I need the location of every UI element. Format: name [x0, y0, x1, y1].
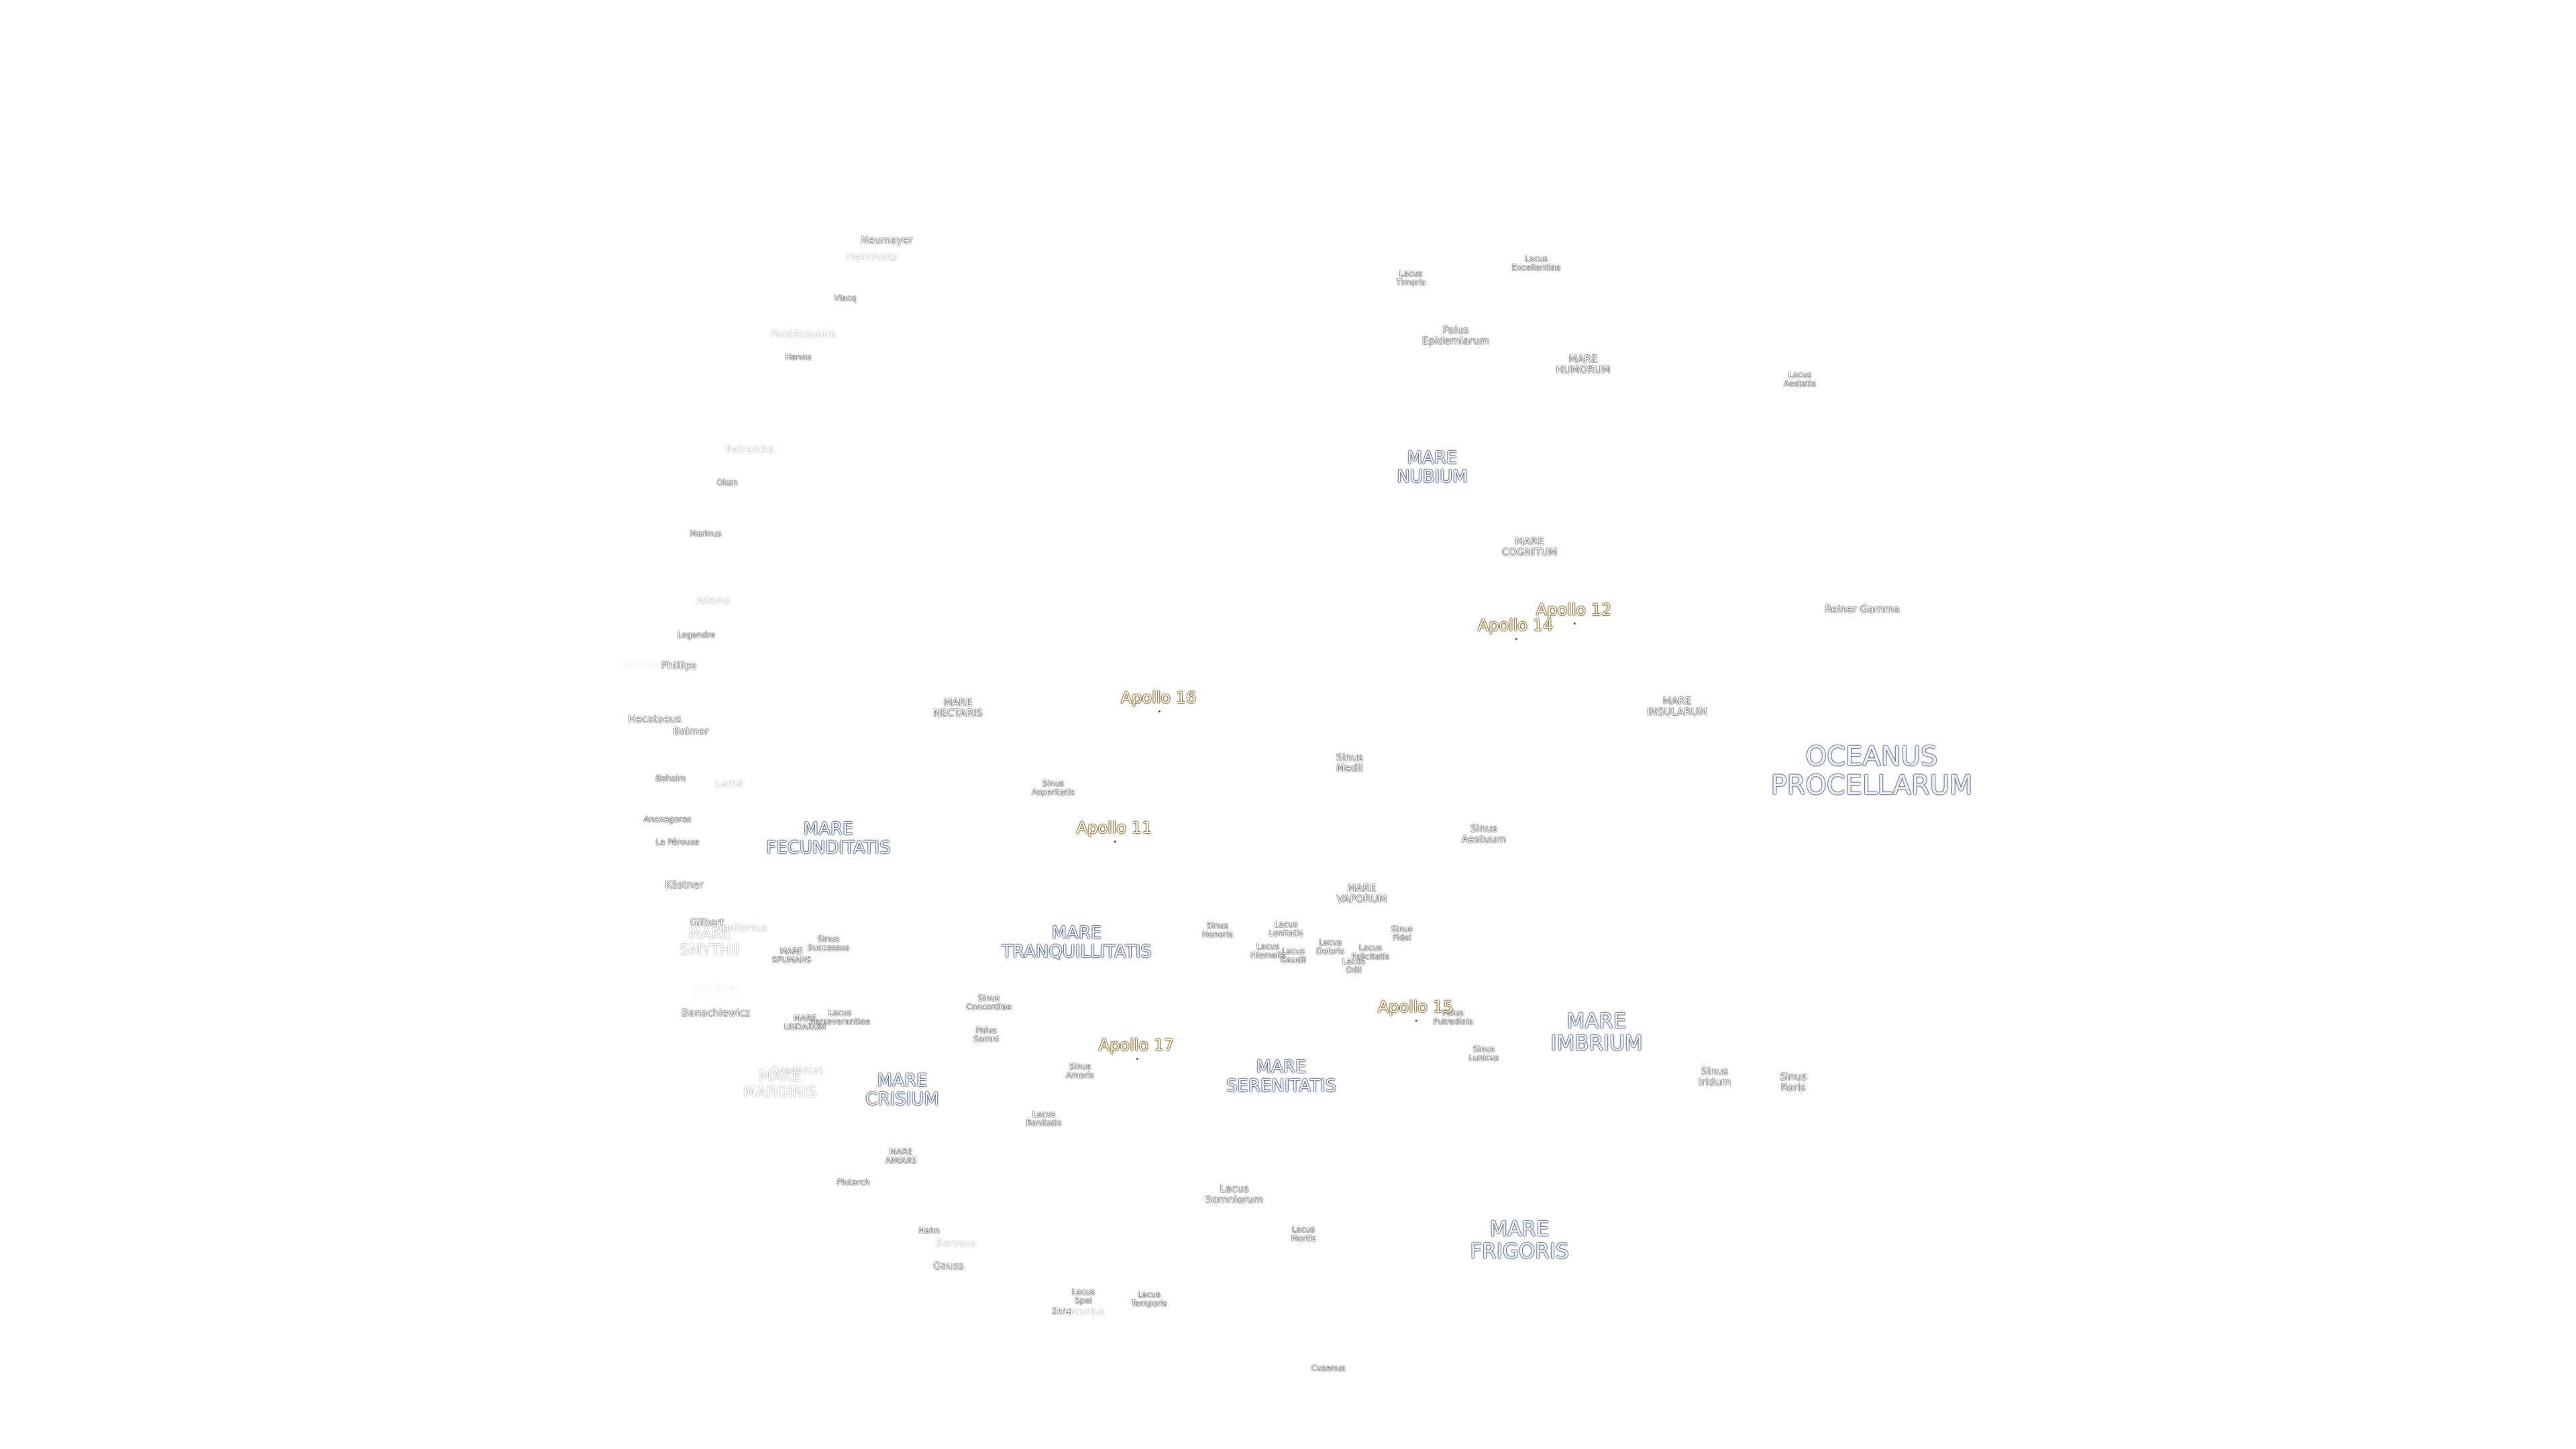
label-reiner-gamma[interactable]: Reiner Gamma — [1824, 602, 1900, 615]
label-marinus[interactable]: Marinus — [690, 529, 722, 539]
label-sinus-successus[interactable]: Sinus Successus — [807, 934, 850, 953]
label-mare-marginis[interactable]: MARE MARGINIS — [743, 1068, 817, 1101]
label-mercurius[interactable]: Mercurius — [1055, 1305, 1105, 1318]
label-sinus-amoris[interactable]: Sinus Amoris — [1066, 1062, 1094, 1080]
label-mare-smythii[interactable]: MARE SMYTHII — [680, 926, 740, 959]
label-lacus-doloris[interactable]: Lacus Doloris — [1316, 938, 1344, 956]
label-sinus-honoris[interactable]: Sinus Honoris — [1202, 921, 1233, 939]
label-hecataeus[interactable]: Hecataeus — [628, 712, 682, 725]
label-sinus-iridum[interactable]: Sinus Iridum — [1698, 1065, 1731, 1088]
label-oken[interactable]: Oken — [716, 478, 738, 488]
label-mare-imbrium[interactable]: MARE IMBRIUM — [1550, 1009, 1643, 1056]
label-petrarcha[interactable]: Petrarcha — [726, 443, 774, 455]
label-lacus-felicitatis[interactable]: Lacus Felicitatis — [1351, 943, 1390, 961]
label-lacus-gaudii[interactable]: Lacus Gaudii — [1280, 947, 1307, 965]
label-sinus-medii[interactable]: Sinus Medii — [1336, 751, 1364, 774]
label-mare-serenitatis[interactable]: MARE SERENITATIS — [1226, 1057, 1337, 1096]
label-lacus-perseverantiae[interactable]: Lacus Perseverantiae — [810, 1008, 870, 1026]
label-humboldt[interactable]: Humboldt — [618, 657, 667, 670]
label-plutarch[interactable]: Plutarch — [837, 1177, 870, 1187]
label-adams[interactable]: Adams — [696, 594, 731, 606]
label-apollo-11[interactable]: Apollo 11 — [1076, 818, 1152, 843]
label-behaim[interactable]: Behaim — [655, 773, 686, 784]
label-berosus[interactable]: Berosus — [936, 1236, 976, 1249]
label-sinus-lunicus[interactable]: Sinus Lunicus — [1468, 1044, 1499, 1063]
label-palus-somni[interactable]: Palus Somni — [973, 1026, 999, 1044]
label-mare-crisium[interactable]: MARE CRISIUM — [865, 1070, 939, 1110]
label-lacus-temporis[interactable]: Lacus Temporis — [1131, 1290, 1167, 1308]
label-mare-undarum[interactable]: MARE UNDARUM — [784, 1014, 826, 1032]
label-kastner[interactable]: Kästner — [665, 878, 704, 891]
label-la-perouse[interactable]: La Pérouse — [655, 837, 700, 847]
label-apollo-14[interactable]: Apollo 14 — [1477, 616, 1554, 640]
label-cusanus[interactable]: Cusanus — [1311, 1363, 1346, 1373]
label-sinus-asperitatis[interactable]: Sinus Asperitatis — [1031, 779, 1075, 797]
label-vlacq[interactable]: Vlacq — [834, 293, 857, 303]
label-palus-epidemiarum[interactable]: Palus Epidemiarum — [1421, 323, 1490, 347]
label-sinus-fidei[interactable]: Sinus Fidei — [1391, 924, 1413, 943]
label-zeno[interactable]: Zeno — [1051, 1306, 1073, 1316]
label-sinus-roris[interactable]: Sinus Roris — [1779, 1070, 1807, 1093]
label-lacus-somniorum[interactable]: Lacus Somniorum — [1205, 1182, 1264, 1205]
label-helmholtz[interactable]: Helmholtz — [847, 250, 898, 263]
label-mare-humorum[interactable]: MARE HUMORUM — [1556, 352, 1611, 376]
label-mare-frigoris[interactable]: MARE FRIGORIS — [1470, 1217, 1569, 1264]
label-legendre[interactable]: Legendre — [677, 630, 716, 640]
label-mare-nectaris[interactable]: MARE NECTARIS — [933, 696, 983, 719]
label-mare-insularum[interactable]: MARE INSULARUM — [1647, 694, 1707, 718]
label-apollo-16[interactable]: Apollo 16 — [1120, 688, 1197, 712]
label-condorcet[interactable]: Condorcet — [771, 1063, 823, 1076]
label-gilbert[interactable]: Gilbert — [690, 916, 724, 928]
label-hanno[interactable]: Hanno — [785, 352, 812, 362]
label-mare-nubium[interactable]: MARE NUBIUM — [1397, 447, 1468, 487]
label-lacus-timoris[interactable]: Lacus Timoris — [1396, 269, 1426, 287]
label-anaxagoras[interactable]: Anaxagoras — [643, 814, 692, 824]
label-lacus-odii[interactable]: Lacus Odii — [1342, 957, 1366, 975]
label-mare-tranquillitatis[interactable]: MARE TRANQUILLITATIS — [1002, 922, 1152, 962]
label-mare-cognitum[interactable]: MARE COGNITUM — [1501, 535, 1558, 558]
label-apollo-17[interactable]: Apollo 17 — [1098, 1036, 1175, 1060]
label-mare-fecunditatis[interactable]: MARE FECUNDITATIS — [766, 818, 891, 858]
label-schubert[interactable]: Schubert — [694, 983, 739, 996]
label-apollonius[interactable]: Apollonius — [715, 921, 767, 934]
label-hahn[interactable]: Hahn — [918, 1226, 940, 1236]
label-lacus-mortis[interactable]: Lacus Mortis — [1291, 1225, 1316, 1243]
label-gauss[interactable]: Gauss — [933, 1259, 964, 1272]
label-lame[interactable]: Lamé — [715, 777, 743, 790]
label-mare-spumans[interactable]: MARE SPUMANS — [771, 947, 812, 965]
label-phillips[interactable]: Phillips — [661, 659, 697, 672]
label-oceanus-procellarum[interactable]: OCEANUS PROCELLARUM — [1770, 741, 1973, 801]
label-lacus-aestatis[interactable]: Lacus Aestatis — [1784, 370, 1816, 388]
label-sinus-aestuum[interactable]: Sinus Aestuum — [1461, 822, 1507, 845]
label-palus-putredinis[interactable]: Palus Putredinis — [1433, 1008, 1473, 1026]
label-lacus-bonitatis[interactable]: Lacus Bonitatis — [1026, 1110, 1062, 1128]
label-lacus-spei[interactable]: Lacus Spei — [1071, 1287, 1095, 1305]
label-neumayer[interactable]: Neumayer — [860, 233, 914, 246]
label-mare-vaporum[interactable]: MARE VAPORUM — [1336, 881, 1387, 905]
label-sinus-concordiae[interactable]: Sinus Concordiae — [966, 994, 1012, 1012]
label-balmer[interactable]: Balmer — [673, 724, 709, 737]
label-apollo-15[interactable]: Apollo 15 — [1377, 998, 1454, 1022]
label-mare-anguis[interactable]: MARE ANGUIS — [885, 1147, 917, 1165]
label-lacus-lenitatis[interactable]: Lacus Lenitatis — [1269, 920, 1303, 938]
label-apollo-12[interactable]: Apollo 12 — [1536, 600, 1612, 625]
label-pontecoulant[interactable]: Pontécoulant — [771, 327, 837, 340]
label-lacus-excellentiae[interactable]: Lacus Excellentiae — [1511, 254, 1561, 272]
label-banachiewicz[interactable]: Banachiewicz — [682, 1006, 750, 1019]
label-lacus-hiemalis[interactable]: Lacus Hiemalis — [1250, 942, 1285, 960]
